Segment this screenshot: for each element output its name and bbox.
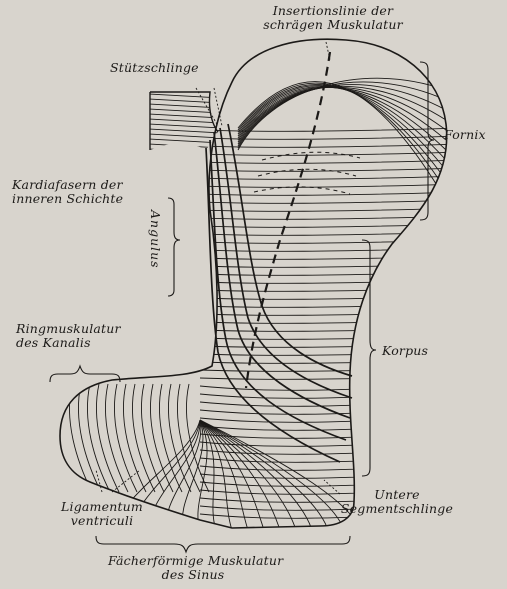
esophagus-fiber-line [148, 119, 222, 123]
label-untere-line-1: Untere [332, 488, 462, 502]
esophagus-fiber-line [148, 124, 222, 128]
body-fiber-line [200, 216, 460, 219]
canal-ring-line [87, 384, 110, 492]
label-fornix: Fornix [444, 128, 486, 142]
sinus-fan-line [198, 420, 207, 530]
esophagus-fiber-line [148, 134, 222, 138]
canal-ring-line [159, 384, 182, 492]
label-stuetzschlinge: Stützschlinge [110, 61, 199, 75]
label-kardia-line-1: Kardiafasern der [12, 178, 123, 192]
label-ligamentum-line-1: Ligamentum [42, 500, 162, 514]
body-fiber-line [200, 424, 460, 430]
body-fiber-line [200, 192, 460, 195]
label-insertion-line-2: schrägen Muskulatur [248, 18, 418, 32]
canal-ring-line [123, 384, 146, 492]
fornix-arc-line [238, 87, 446, 150]
esophagus-fiber-line [148, 109, 222, 113]
label-faecher-line-1: Fächerförmige Muskulatur [108, 554, 278, 568]
label-ring-line-1: Ringmuskulatur [16, 322, 121, 336]
canal-ring-line [96, 384, 119, 492]
canal-ring-line [105, 384, 128, 492]
label-insertion: Insertionslinie der schrägen Muskulatur [248, 4, 418, 32]
esophagus-fiber-line [148, 99, 222, 103]
label-kardia-line-2: inneren Schichte [12, 192, 123, 206]
label-untere-segmentschlinge: Untere Segmentschlinge [332, 488, 462, 516]
label-ring-line-2: des Kanalis [16, 336, 121, 350]
body-fiber-line [200, 360, 460, 363]
body-fiber-line [200, 400, 460, 406]
body-fiber-line [200, 312, 460, 315]
body-fiber-line [200, 440, 460, 446]
label-angulus: Angulus [148, 210, 163, 269]
fornix-arc-line [238, 82, 446, 148]
label-korpus: Korpus [382, 344, 428, 358]
body-fiber-line [200, 472, 460, 478]
body-fiber-line [200, 416, 460, 422]
body-fiber-line [200, 320, 460, 323]
canal-ring-line [177, 384, 200, 492]
esophagus-fiber-line [148, 104, 222, 108]
sinus-fan-line [167, 420, 201, 530]
body-fiber-line [200, 296, 460, 299]
body-fiber-line [200, 232, 460, 235]
fornix-arc-line [238, 87, 446, 142]
canal-ring-line [132, 384, 155, 492]
body-fiber-line [200, 240, 460, 243]
label-faecher: Fächerförmige Muskulatur des Sinus [108, 554, 278, 582]
body-fiber-line [200, 248, 460, 251]
body-fiber-line [200, 304, 460, 307]
esophagus-fiber-line [148, 94, 222, 98]
canal-ring-line [114, 384, 137, 492]
canal-ring-line [168, 384, 191, 492]
label-untere-line-2: Segmentschlinge [332, 502, 462, 516]
fornix-arc-line [238, 83, 446, 190]
label-ligamentum: Ligamentum ventriculi [42, 500, 162, 528]
label-faecher-line-2: des Sinus [108, 568, 278, 582]
fornix-arc-line [238, 84, 446, 180]
label-kardia: Kardiafasern der inneren Schichte [12, 178, 123, 206]
ligamentum-pointer [96, 470, 140, 492]
kardia-fibers [206, 124, 352, 462]
body-fiber-line [200, 224, 460, 227]
label-ringmuskulatur: Ringmuskulatur des Kanalis [16, 322, 121, 350]
canal-ring-line [150, 384, 173, 492]
label-ligamentum-line-2: ventriculi [42, 514, 162, 528]
body-fiber-line [200, 280, 460, 283]
body-fiber-line [200, 432, 460, 438]
body-fiber-line [200, 288, 460, 291]
body-fiber-line [200, 200, 460, 203]
esophagus-fiber-line [148, 129, 222, 133]
body-fiber-line [200, 336, 460, 339]
body-fiber-line [200, 256, 460, 259]
body-fiber-line [200, 376, 460, 379]
fornix-arc-line [238, 85, 446, 146]
label-insertion-line-1: Insertionslinie der [248, 4, 418, 18]
canal-ring-line [141, 384, 164, 492]
body-fiber-line [200, 176, 460, 179]
